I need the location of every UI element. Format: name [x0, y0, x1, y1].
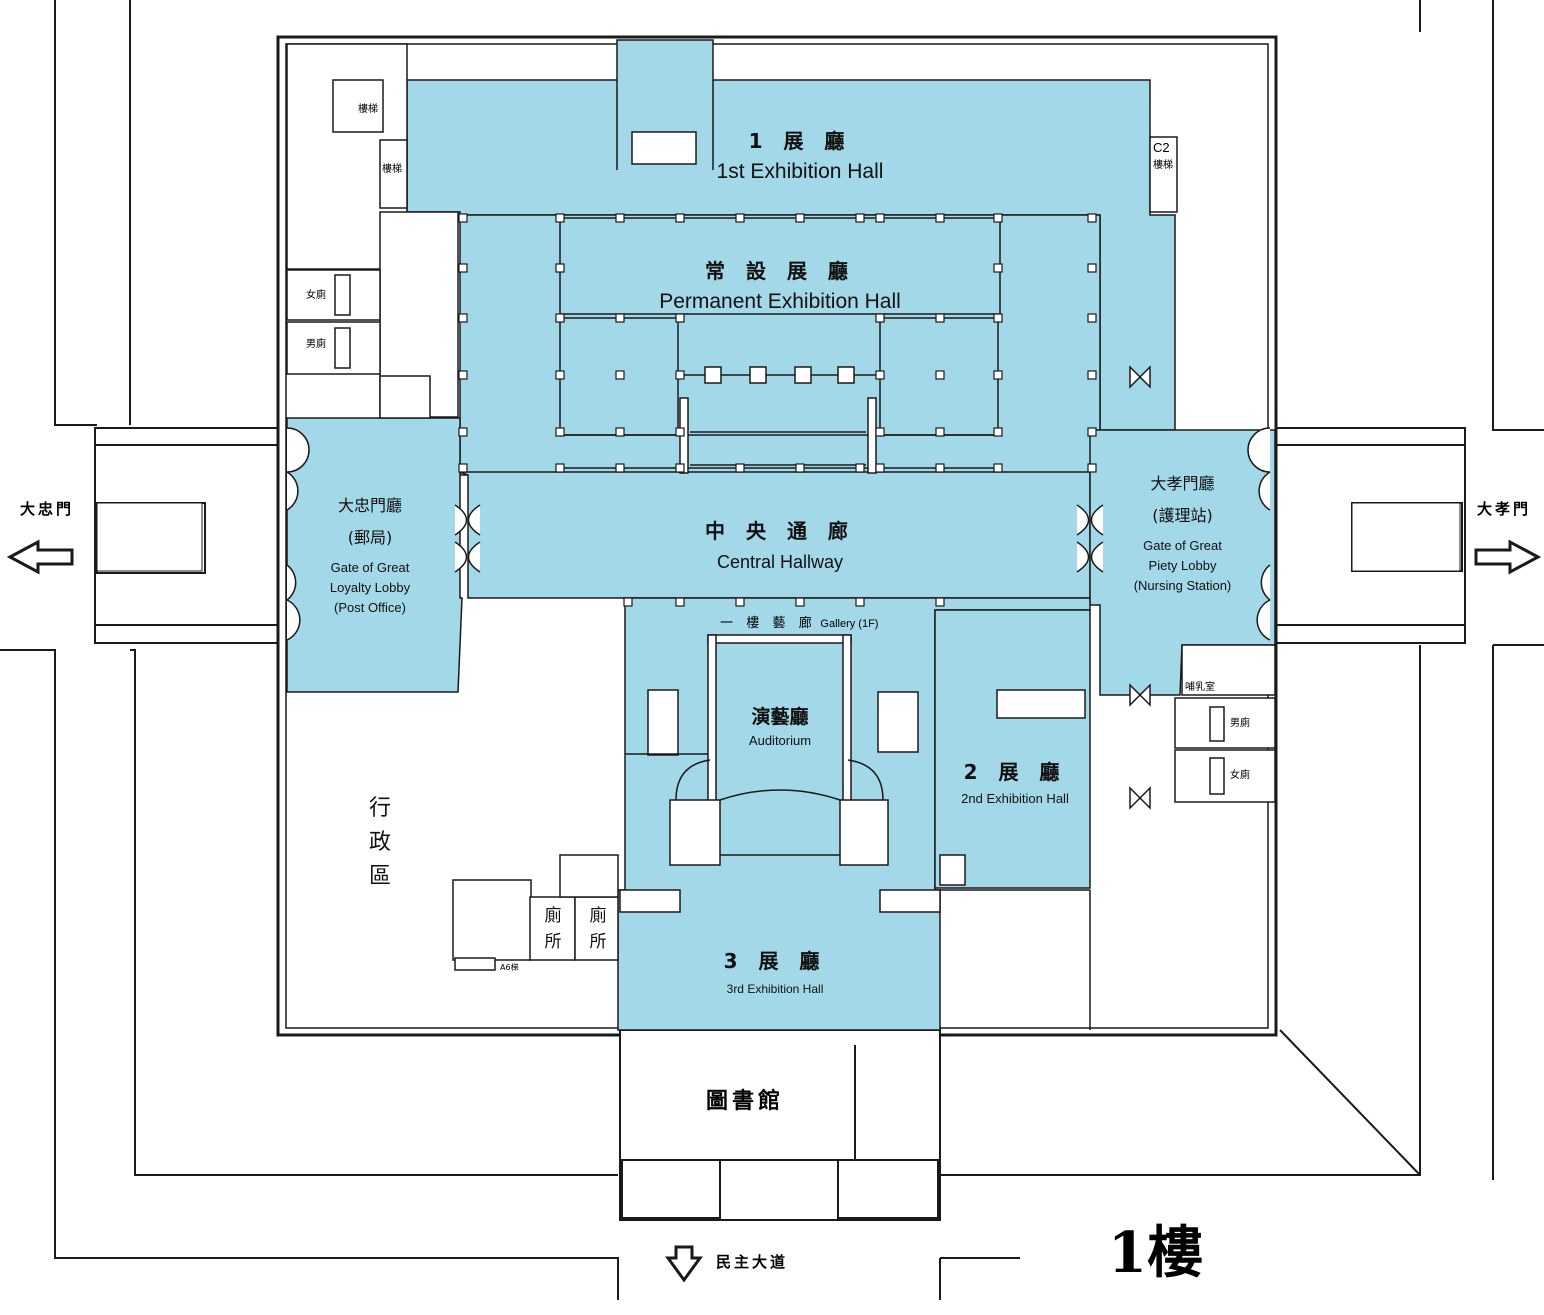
- column: [555, 463, 565, 473]
- column: [675, 463, 685, 473]
- column: [1087, 313, 1097, 323]
- column: [993, 370, 1003, 380]
- column: [458, 263, 468, 273]
- column: [555, 313, 565, 323]
- stairs-label-a: 樓梯: [358, 104, 378, 115]
- admin-toilets: [452, 854, 619, 971]
- gallery-label: 一 樓 藝 廊 Gallery (1F): [720, 612, 878, 631]
- column: [1087, 213, 1097, 223]
- stairs-label-c2b: 樓梯: [1153, 160, 1173, 171]
- column: [855, 213, 865, 223]
- column: [935, 463, 945, 473]
- column: [735, 463, 745, 473]
- east-exit-arrow: [1474, 539, 1542, 575]
- stairs-label-a6: A6梯: [500, 963, 519, 972]
- west-exit-arrow: [6, 539, 74, 575]
- stairs-label-c2: C2: [1153, 140, 1170, 155]
- column: [935, 597, 945, 607]
- floor-label: 1樓: [1108, 1220, 1203, 1286]
- entrance-doors: [286, 427, 1271, 641]
- column: [993, 213, 1003, 223]
- west-lobby-area: [286, 417, 463, 693]
- column: [458, 213, 468, 223]
- column: [458, 427, 468, 437]
- column: [735, 597, 745, 607]
- column: [993, 313, 1003, 323]
- column: [875, 427, 885, 437]
- stairs-label-b: 樓梯: [382, 164, 402, 175]
- column: [935, 427, 945, 437]
- east-stair-treads: [1351, 502, 1461, 572]
- east-lobby-area: [1089, 429, 1276, 696]
- men-restroom-west-label: 男廁: [306, 339, 326, 350]
- library-label: 圖書館: [706, 1088, 785, 1114]
- column: [675, 427, 685, 437]
- east-exit-label: 大孝門: [1477, 500, 1532, 518]
- column: [795, 463, 805, 473]
- women-restroom-west-label: 女廁: [306, 290, 326, 301]
- column: [875, 213, 885, 223]
- column: [993, 463, 1003, 473]
- column: [458, 313, 468, 323]
- column: [623, 597, 633, 607]
- west-stair-treads: [96, 502, 203, 572]
- column: [875, 370, 885, 380]
- column: [993, 263, 1003, 273]
- column: [795, 597, 805, 607]
- column: [675, 313, 685, 323]
- library-block: [619, 1029, 941, 1221]
- west-exit-label: 大忠門: [20, 500, 75, 518]
- column: [555, 263, 565, 273]
- column: [615, 463, 625, 473]
- column: [615, 370, 625, 380]
- column: [855, 597, 865, 607]
- gallery-en: Gallery (1F): [820, 618, 879, 630]
- east-service-area: [1149, 136, 1276, 803]
- column: [935, 313, 945, 323]
- column: [1087, 263, 1097, 273]
- column: [615, 313, 625, 323]
- column: [1087, 427, 1097, 437]
- column: [795, 213, 805, 223]
- display-cases: [704, 366, 855, 384]
- south-exit-label: 民主大道: [716, 1253, 789, 1271]
- column: [935, 213, 945, 223]
- column: [735, 213, 745, 223]
- west-service-area: [286, 43, 459, 419]
- hall-2-area: [934, 609, 1091, 889]
- column: [875, 313, 885, 323]
- column: [675, 597, 685, 607]
- column: [458, 370, 468, 380]
- column: [615, 213, 625, 223]
- column: [458, 463, 468, 473]
- women-restroom-east-label: 女廁: [1230, 770, 1250, 781]
- central-hallway-area: [459, 471, 1091, 599]
- column: [1087, 370, 1097, 380]
- column: [675, 213, 685, 223]
- double-doors: [454, 365, 1151, 810]
- column: [615, 427, 625, 437]
- column: [875, 463, 885, 473]
- column: [935, 370, 945, 380]
- nursing-room-label: 哺乳室: [1185, 682, 1215, 693]
- column: [1087, 463, 1097, 473]
- hall-1-area: [406, 39, 1176, 431]
- columns: [458, 213, 1097, 607]
- column: [555, 370, 565, 380]
- gallery-zh: 一 樓 藝 廊: [720, 616, 817, 631]
- auditorium-walls: [647, 634, 919, 866]
- column: [555, 213, 565, 223]
- column: [555, 427, 565, 437]
- south-exit-arrow: [665, 1245, 703, 1283]
- column: [675, 370, 685, 380]
- column: [855, 463, 865, 473]
- column: [993, 427, 1003, 437]
- men-restroom-east-label: 男廁: [1230, 718, 1250, 729]
